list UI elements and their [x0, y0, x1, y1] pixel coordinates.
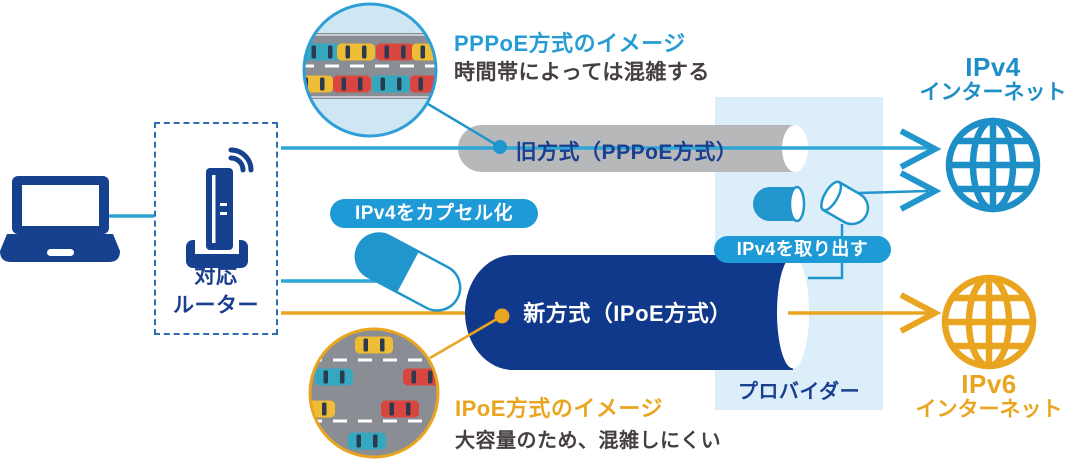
car-icon — [381, 400, 419, 418]
router-label: 対応 ルーター — [153, 263, 279, 321]
car-icon — [333, 75, 371, 93]
router-label-line1: 対応 — [194, 265, 238, 288]
car-icon — [403, 368, 438, 386]
extract-badge: IPv4を取り出す — [714, 236, 891, 263]
car-icon — [310, 400, 335, 418]
pppoe-subtitle: 時間帯によっては混雑する — [454, 61, 710, 84]
ipoe-heading: IPoE方式のイメージ — [455, 396, 663, 421]
pppoe-zoom-leader — [427, 102, 507, 154]
extracted-ipv4-line — [857, 189, 929, 195]
ipv6-suffix: インターネット — [915, 397, 1063, 421]
ipv6-globe-icon — [941, 274, 1037, 370]
ipoe-zoom-leader — [429, 308, 510, 360]
car-icon — [355, 336, 393, 354]
opened-capsule-icon — [753, 180, 870, 226]
car-icon — [376, 43, 414, 61]
car-icon — [337, 43, 375, 61]
wifi-router-icon — [186, 147, 254, 268]
arrow-ipv4-bottom-icon — [899, 170, 942, 212]
arrow-ipv4-top-icon — [899, 128, 942, 170]
car-icon — [304, 43, 341, 61]
encapsulate-badge: IPv4をカプセル化 — [330, 199, 538, 228]
ipv4-name: IPv4 — [965, 52, 1021, 82]
capsule-icon — [354, 232, 462, 312]
ipv4-suffix: インターネット — [919, 80, 1065, 104]
car-icon — [304, 75, 333, 93]
router-label-line2: ルーター — [173, 293, 259, 317]
car-icon — [412, 43, 436, 61]
ipv4-internet-label: IPv4 インターネット — [916, 52, 1065, 104]
compatible-router-box — [154, 122, 278, 335]
car-icon — [372, 75, 410, 93]
free-flow-road-icon — [308, 327, 440, 459]
provider-label: プロバイダー — [737, 381, 861, 403]
ipoe-subtitle: 大容量のため、混雑しにくい — [455, 430, 722, 452]
pppoe-pipe-label: 旧方式（PPPoE方式） — [515, 141, 738, 164]
car-icon — [348, 432, 386, 450]
ipoe-pipe-label: 新方式（IPoE方式） — [523, 301, 732, 326]
ipv6-internet-label: IPv6 インターネット — [912, 369, 1065, 421]
arrow-ipv6-icon — [899, 292, 942, 334]
ipv4-globe-icon — [945, 117, 1041, 213]
car-icon — [315, 368, 353, 386]
pppoe-heading: PPPoE方式のイメージ — [454, 31, 686, 56]
traffic-jam-road-icon — [302, 2, 438, 138]
laptop-icon — [0, 176, 120, 262]
car-icon — [410, 75, 436, 93]
ipv6-name: IPv6 — [961, 369, 1017, 399]
